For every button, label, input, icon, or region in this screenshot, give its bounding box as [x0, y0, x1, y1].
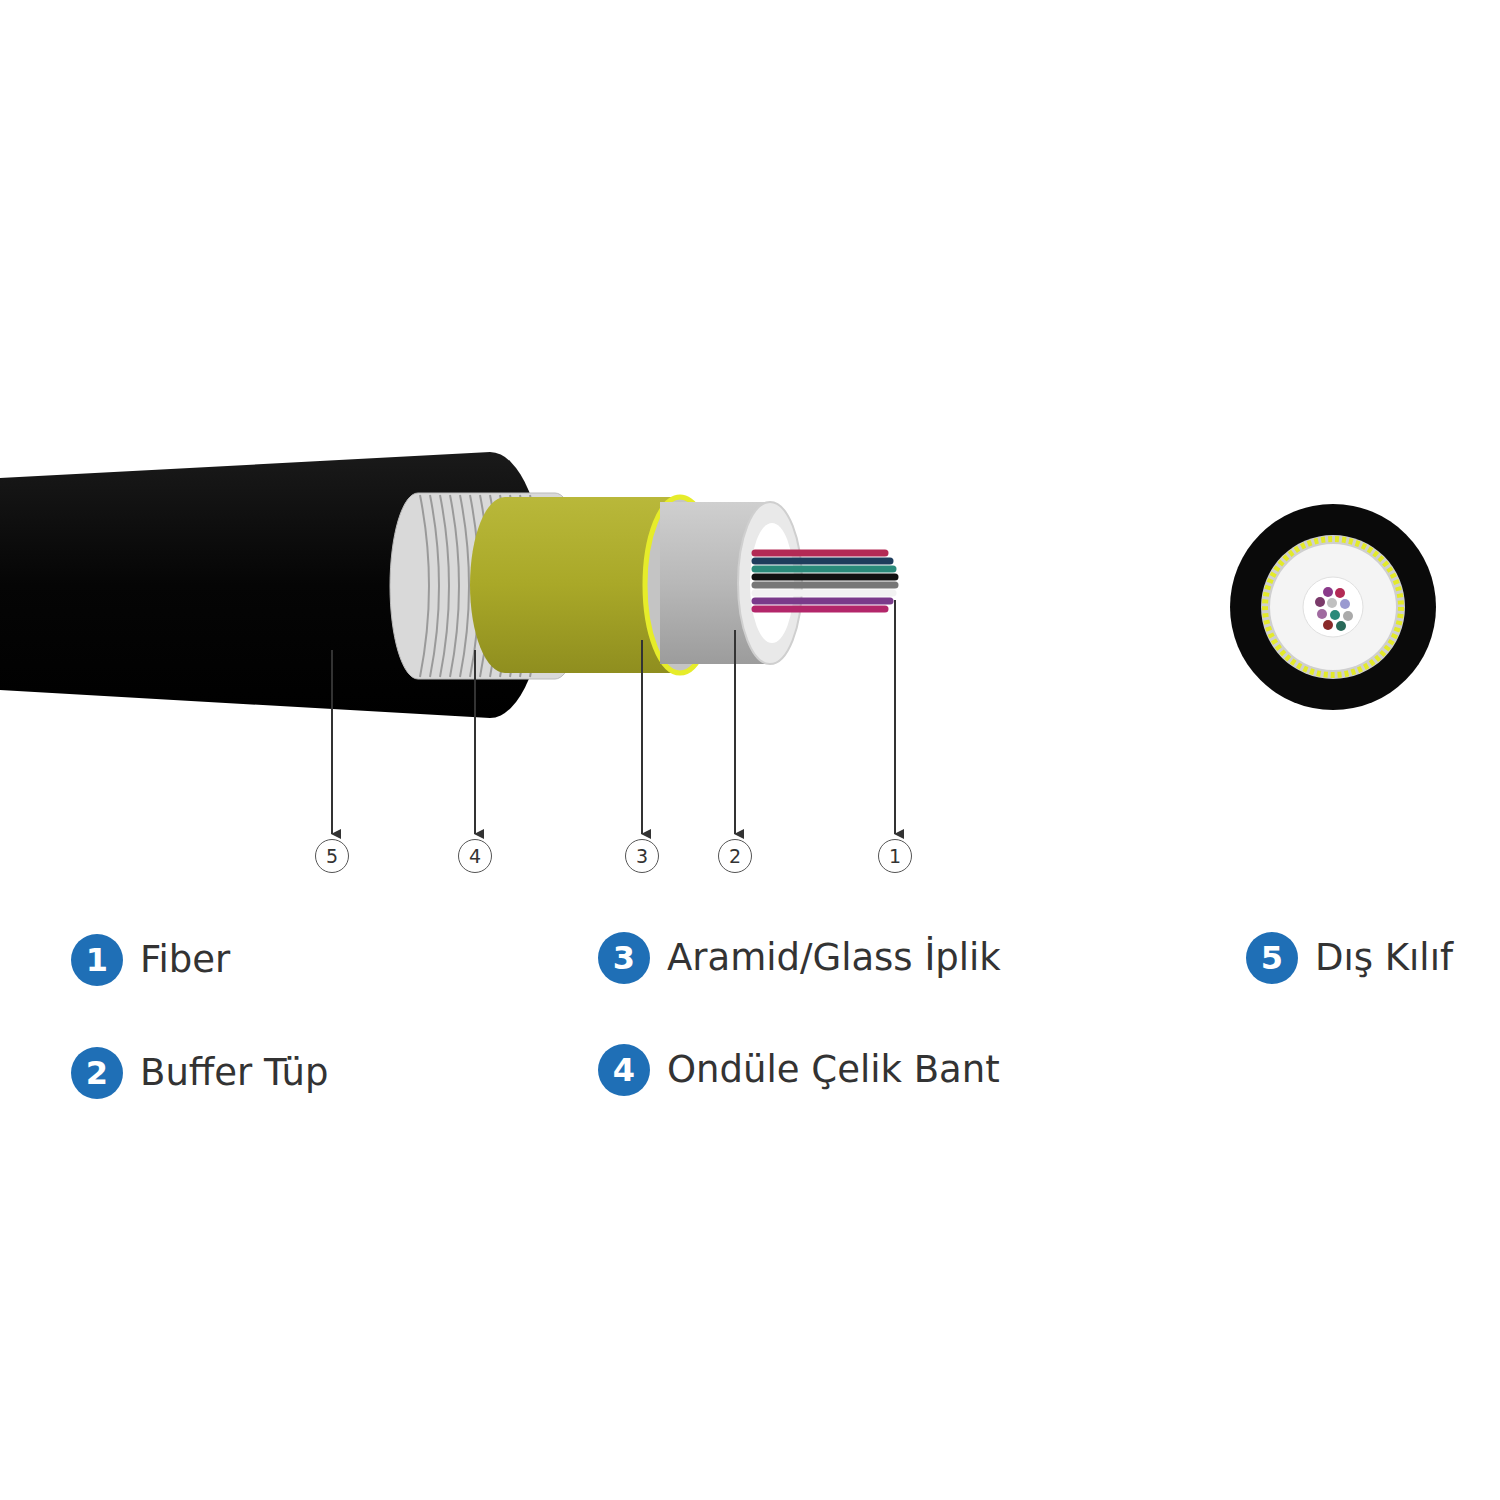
- part-name: Fiber: [140, 938, 230, 982]
- callout-circle: 3: [625, 839, 659, 873]
- callout-number: 4: [613, 1054, 635, 1086]
- callout-number: 2: [86, 1057, 108, 1089]
- legend-badge: 5Dış Kılıf: [1246, 932, 1298, 984]
- callout-circle: 2: [718, 839, 752, 873]
- fibers: [755, 553, 895, 609]
- legend-badge: 3Aramid/Glass İplik: [598, 932, 650, 984]
- part-name: Aramid/Glass İplik: [667, 936, 1001, 980]
- callout-number: 5: [1261, 942, 1283, 974]
- legend-badge: 4Ondüle Çelik Bant: [598, 1044, 650, 1096]
- callout-number: 1: [889, 847, 901, 866]
- legend-badge: 2Buffer Tüp: [71, 1047, 123, 1099]
- callout-number: 5: [326, 847, 338, 866]
- callout-number: 3: [613, 942, 635, 974]
- cable-side-view: [0, 452, 895, 718]
- part-name: Buffer Tüp: [140, 1051, 329, 1095]
- callout-circle: 5: [315, 839, 349, 873]
- callout-circle: 4: [458, 839, 492, 873]
- part-name: Ondüle Çelik Bant: [667, 1048, 1000, 1092]
- callout-number: 3: [636, 847, 648, 866]
- cable-cross-section: [1230, 504, 1436, 710]
- callout-circle: 1: [878, 839, 912, 873]
- callout-number: 2: [729, 847, 741, 866]
- callout-number: 4: [469, 847, 481, 866]
- legend-badge: 1Fiber: [71, 934, 123, 986]
- part-name: Dış Kılıf: [1315, 936, 1453, 980]
- leader-lines: [332, 600, 895, 834]
- callout-number: 1: [86, 944, 108, 976]
